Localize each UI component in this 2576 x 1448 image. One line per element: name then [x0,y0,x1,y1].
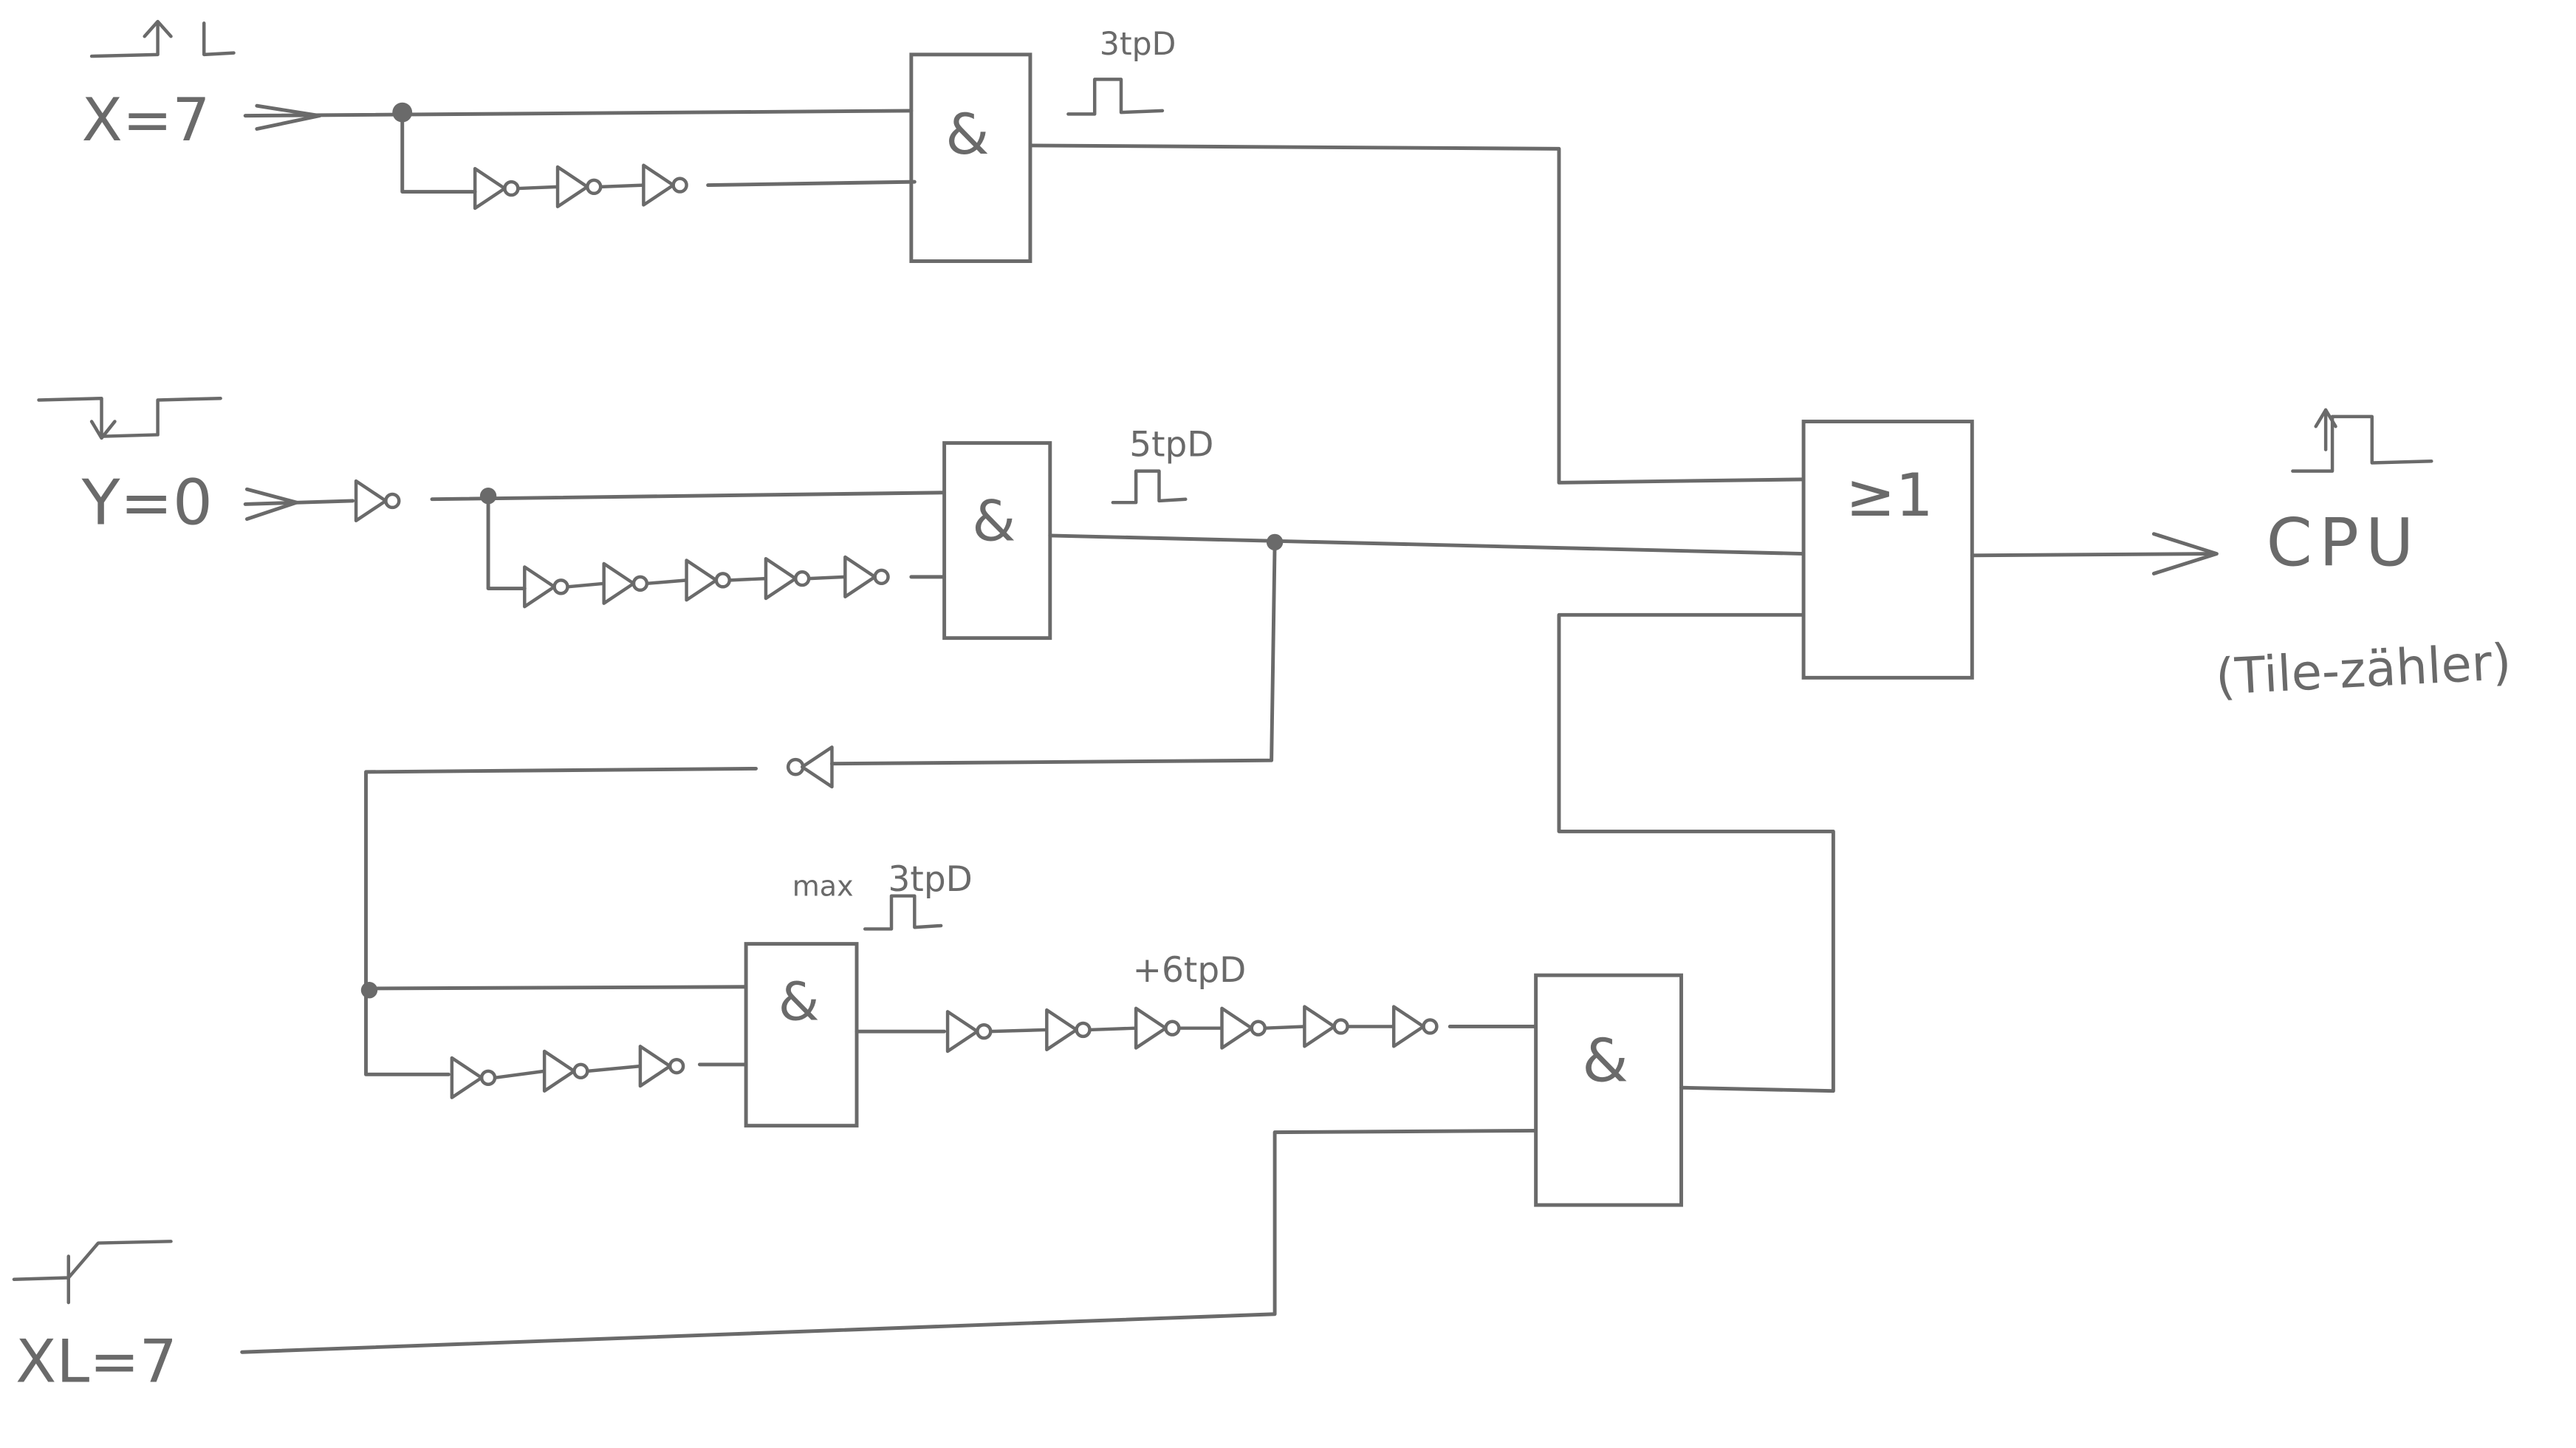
inverter-icon [1394,1007,1436,1047]
pulse-middle-icon [1111,469,1188,505]
and-gate-final: & [1534,973,1683,1207]
and-gate-top: & [909,52,1032,263]
inverter-left-icon [788,747,832,787]
falling-edge-l-icon [202,21,236,57]
labels: X=7 Y=0 XL=7 3tpD 5tpD max 3tpD +6tpD CP… [16,27,2512,1396]
or-gate: ≥1 [1801,420,1974,680]
inverter-icon [687,560,730,600]
or-gate-symbol: ≥1 [1846,460,1933,530]
inverter-chain-y [524,557,888,607]
and-gate-final-symbol: & [1582,1025,1628,1095]
inverter-icon [1136,1008,1179,1048]
output-sublabel: (Tile-zähler) [2214,633,2512,706]
pulse-bottom-label: 3tpD [888,859,973,900]
junction-dot-middle-output [1266,533,1284,551]
pulse-top-icon [1066,78,1165,116]
step-xl-icon [12,1240,173,1282]
inverter-icon [1304,1007,1347,1047]
and-gate-bottom: & [744,942,859,1128]
inverter-icon [544,1051,587,1091]
and-gate-bottom-symbol: & [778,971,820,1033]
junction-dots [360,102,1284,999]
inverter-icon [1222,1008,1265,1048]
input-y-label: Y=0 [81,466,213,539]
inverter-icon [356,481,399,521]
junction-dot-feedback [360,982,378,999]
pulse-middle-label: 5tpD [1129,425,1213,465]
and-gate-top-symbol: & [945,101,989,167]
inverter-icon [845,557,888,597]
inverter-chain-bottom-left [452,1046,683,1097]
delay-chain-label: +6tpD [1133,950,1247,991]
output-label: CPU [2267,505,2421,581]
inverter-icon [640,1046,683,1086]
pulse-bottom-icon [863,894,943,931]
wires [240,103,2219,1354]
inverter-icon [558,167,600,207]
and-gate-middle-symbol: & [972,488,1015,554]
pulse-top-label: 3tpD [1100,27,1176,63]
pulse-bottom-prefix-label: max [792,870,854,903]
junction-dot-y [479,488,497,505]
inverter-chain-x [475,165,686,208]
inverter-feedback [788,747,832,787]
inverter-icon [948,1011,990,1051]
junction-dot-x [392,102,413,123]
inverter-icon [475,168,518,208]
rising-edge-x-icon [89,21,160,58]
input-x-label: X=7 [82,85,210,154]
inverter-y-input [356,481,399,521]
inverter-icon [604,564,647,604]
inverter-icon [452,1058,495,1098]
inverter-icon [766,559,809,598]
inverter-icon [524,567,567,607]
inverter-icon [643,165,686,205]
input-xl-label: XL=7 [16,1327,177,1396]
waveform-icons [12,19,2433,1305]
pulse-output-icon [2291,414,2433,473]
and-gate-middle: & [942,441,1052,641]
inverter-icon [1046,1010,1089,1050]
falling-edge-y-icon [37,396,222,438]
inverter-chain-delay [948,1007,1436,1051]
